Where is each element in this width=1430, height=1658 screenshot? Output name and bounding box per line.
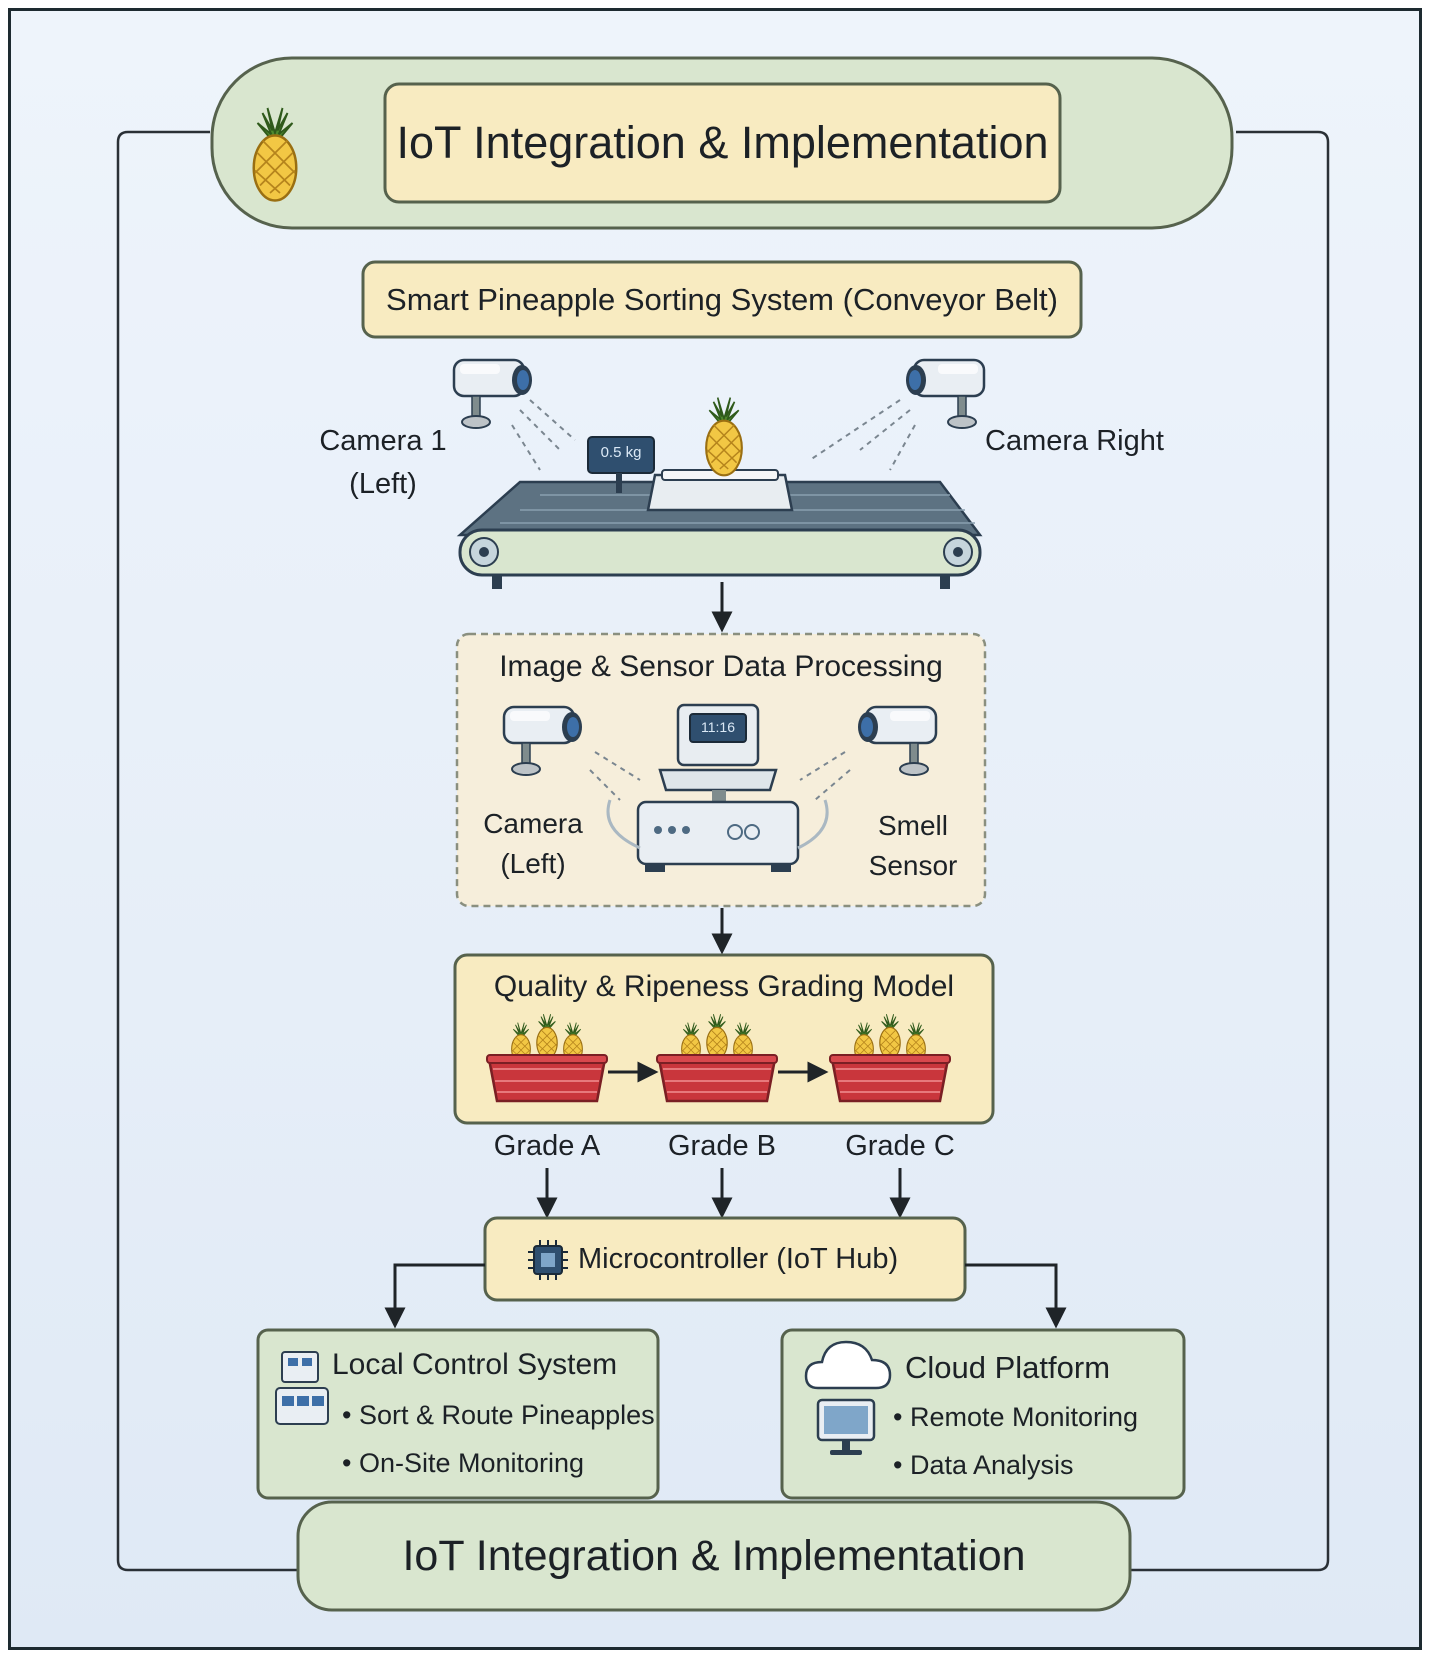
cloud-platform-title: Cloud Platform	[905, 1350, 1111, 1385]
monitor-icon	[816, 1398, 876, 1455]
control-panel-icon	[275, 1351, 329, 1425]
processing-camera-sublabel: (Left)	[500, 848, 566, 879]
hub-box	[483, 1216, 967, 1302]
header-title-box	[383, 82, 1062, 204]
pineapple-icon	[705, 396, 743, 477]
footer-title: IoT Integration & Implementation	[402, 1532, 1026, 1580]
conveyor-title-box	[361, 260, 1083, 339]
camera-left-sublabel: (Left)	[349, 468, 417, 500]
scale-icon	[636, 703, 800, 872]
header-title: IoT Integration & Implementation	[396, 117, 1049, 168]
smell-sensor-sublabel: Sensor	[868, 850, 958, 881]
weight-reading: 0.5 kg	[600, 444, 642, 461]
local-control-title: Local Control System	[332, 1348, 618, 1381]
grade-b-label: Grade B	[668, 1130, 776, 1162]
camera-left-label: Camera 1	[319, 425, 447, 457]
grading-title: Quality & Ripeness Grading Model	[493, 970, 955, 1003]
processing-display-reading: 11:16	[701, 719, 735, 735]
grade-c-label: Grade C	[845, 1130, 955, 1162]
conveyor-title: Smart Pineapple Sorting System (Conveyor…	[386, 282, 1058, 317]
hub-label: Microcontroller (IoT Hub)	[578, 1243, 899, 1275]
cloud-platform-item: • Data Analysis	[893, 1450, 1074, 1480]
scale-icon	[646, 469, 794, 512]
local-control-item: • On-Site Monitoring	[342, 1448, 585, 1478]
local-control-item: • Sort & Route Pineapples	[342, 1400, 655, 1430]
smell-sensor-label: Smell	[877, 810, 948, 841]
processing-title: Image & Sensor Data Processing	[499, 650, 943, 683]
cloud-platform-item: • Remote Monitoring	[893, 1402, 1139, 1432]
cloud-icon	[804, 1340, 892, 1390]
camera-icon	[904, 358, 986, 430]
camera-icon	[452, 358, 534, 430]
local-control-box	[256, 1328, 660, 1500]
camera-right-label: Camera Right	[985, 425, 1164, 457]
grade-a-label: Grade A	[493, 1130, 601, 1162]
footer-box	[296, 1500, 1132, 1612]
chip-icon	[528, 1240, 568, 1280]
processing-camera-label: Camera	[483, 808, 583, 839]
